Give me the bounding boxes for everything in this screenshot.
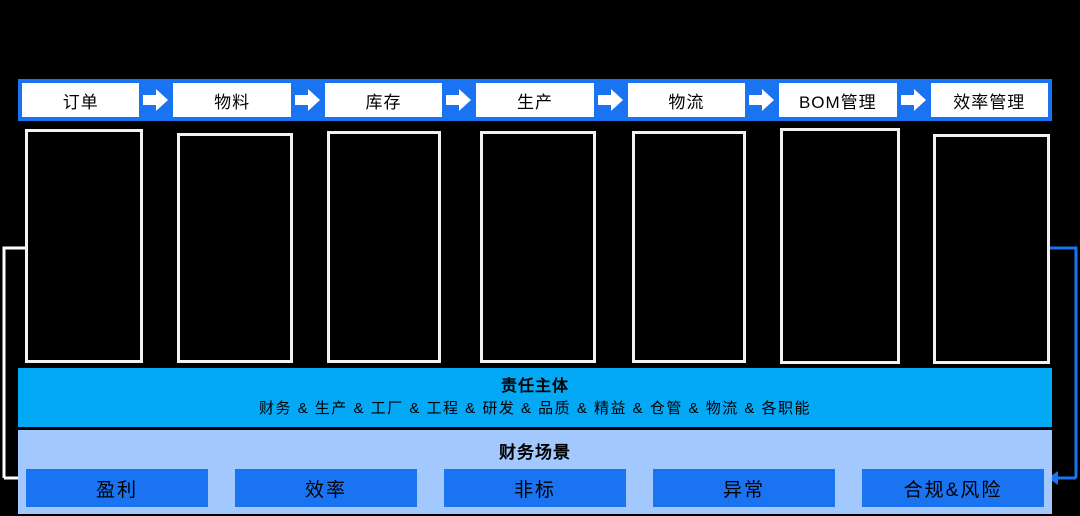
arrow-right-icon	[291, 83, 325, 117]
process-node-bom-management[interactable]: BOM管理	[779, 83, 897, 117]
responsibility-title: 责任主体	[500, 377, 569, 395]
scene-button-nonstandard[interactable]: 非标	[444, 469, 626, 507]
arrow-right-icon	[139, 83, 173, 117]
responsibility-band: 责任主体 财务 & 生产 & 工厂 & 工程 & 研发 & 品质 & 精益 & …	[18, 368, 1052, 427]
finance-scene-title: 财务场景	[499, 443, 571, 462]
column-panel-2[interactable]	[177, 133, 293, 363]
column-panel-7[interactable]	[933, 134, 1050, 364]
scene-button-exception[interactable]: 异常	[653, 469, 835, 507]
process-node-inventory[interactable]: 库存	[324, 83, 443, 117]
scene-button-profit[interactable]: 盈利	[26, 469, 208, 507]
arrow-right-icon	[745, 83, 779, 117]
column-panel-5[interactable]	[632, 131, 746, 363]
process-node-order[interactable]: 订单	[22, 83, 140, 117]
responsibility-members: 财务 & 生产 & 工厂 & 工程 & 研发 & 品质 & 精益 & 仓管 & …	[258, 399, 812, 417]
column-panel-3[interactable]	[327, 131, 441, 363]
arrow-right-icon	[442, 83, 476, 117]
column-panel-6[interactable]	[780, 128, 900, 364]
scene-button-efficiency[interactable]: 效率	[235, 469, 417, 507]
finance-scene-band: 财务场景 盈利 效率 非标 异常 合规&风险	[18, 430, 1052, 514]
arrow-right-icon	[897, 83, 931, 117]
process-node-logistics[interactable]: 物流	[627, 83, 746, 117]
arrow-right-icon	[594, 83, 628, 117]
scene-button-compliance-risk[interactable]: 合规&风险	[862, 469, 1044, 507]
finance-scene-button-row: 盈利 效率 非标 异常 合规&风险	[26, 468, 1044, 508]
right-connector-arrow	[1046, 244, 1080, 488]
process-node-material[interactable]: 物料	[173, 83, 291, 117]
process-flow-bar: 订单 物料 库存 生产 物流	[18, 79, 1052, 121]
column-panel-4[interactable]	[480, 131, 596, 363]
process-node-production[interactable]: 生产	[476, 83, 594, 117]
column-panel-1[interactable]	[25, 129, 143, 363]
process-node-efficiency-management[interactable]: 效率管理	[930, 83, 1048, 117]
